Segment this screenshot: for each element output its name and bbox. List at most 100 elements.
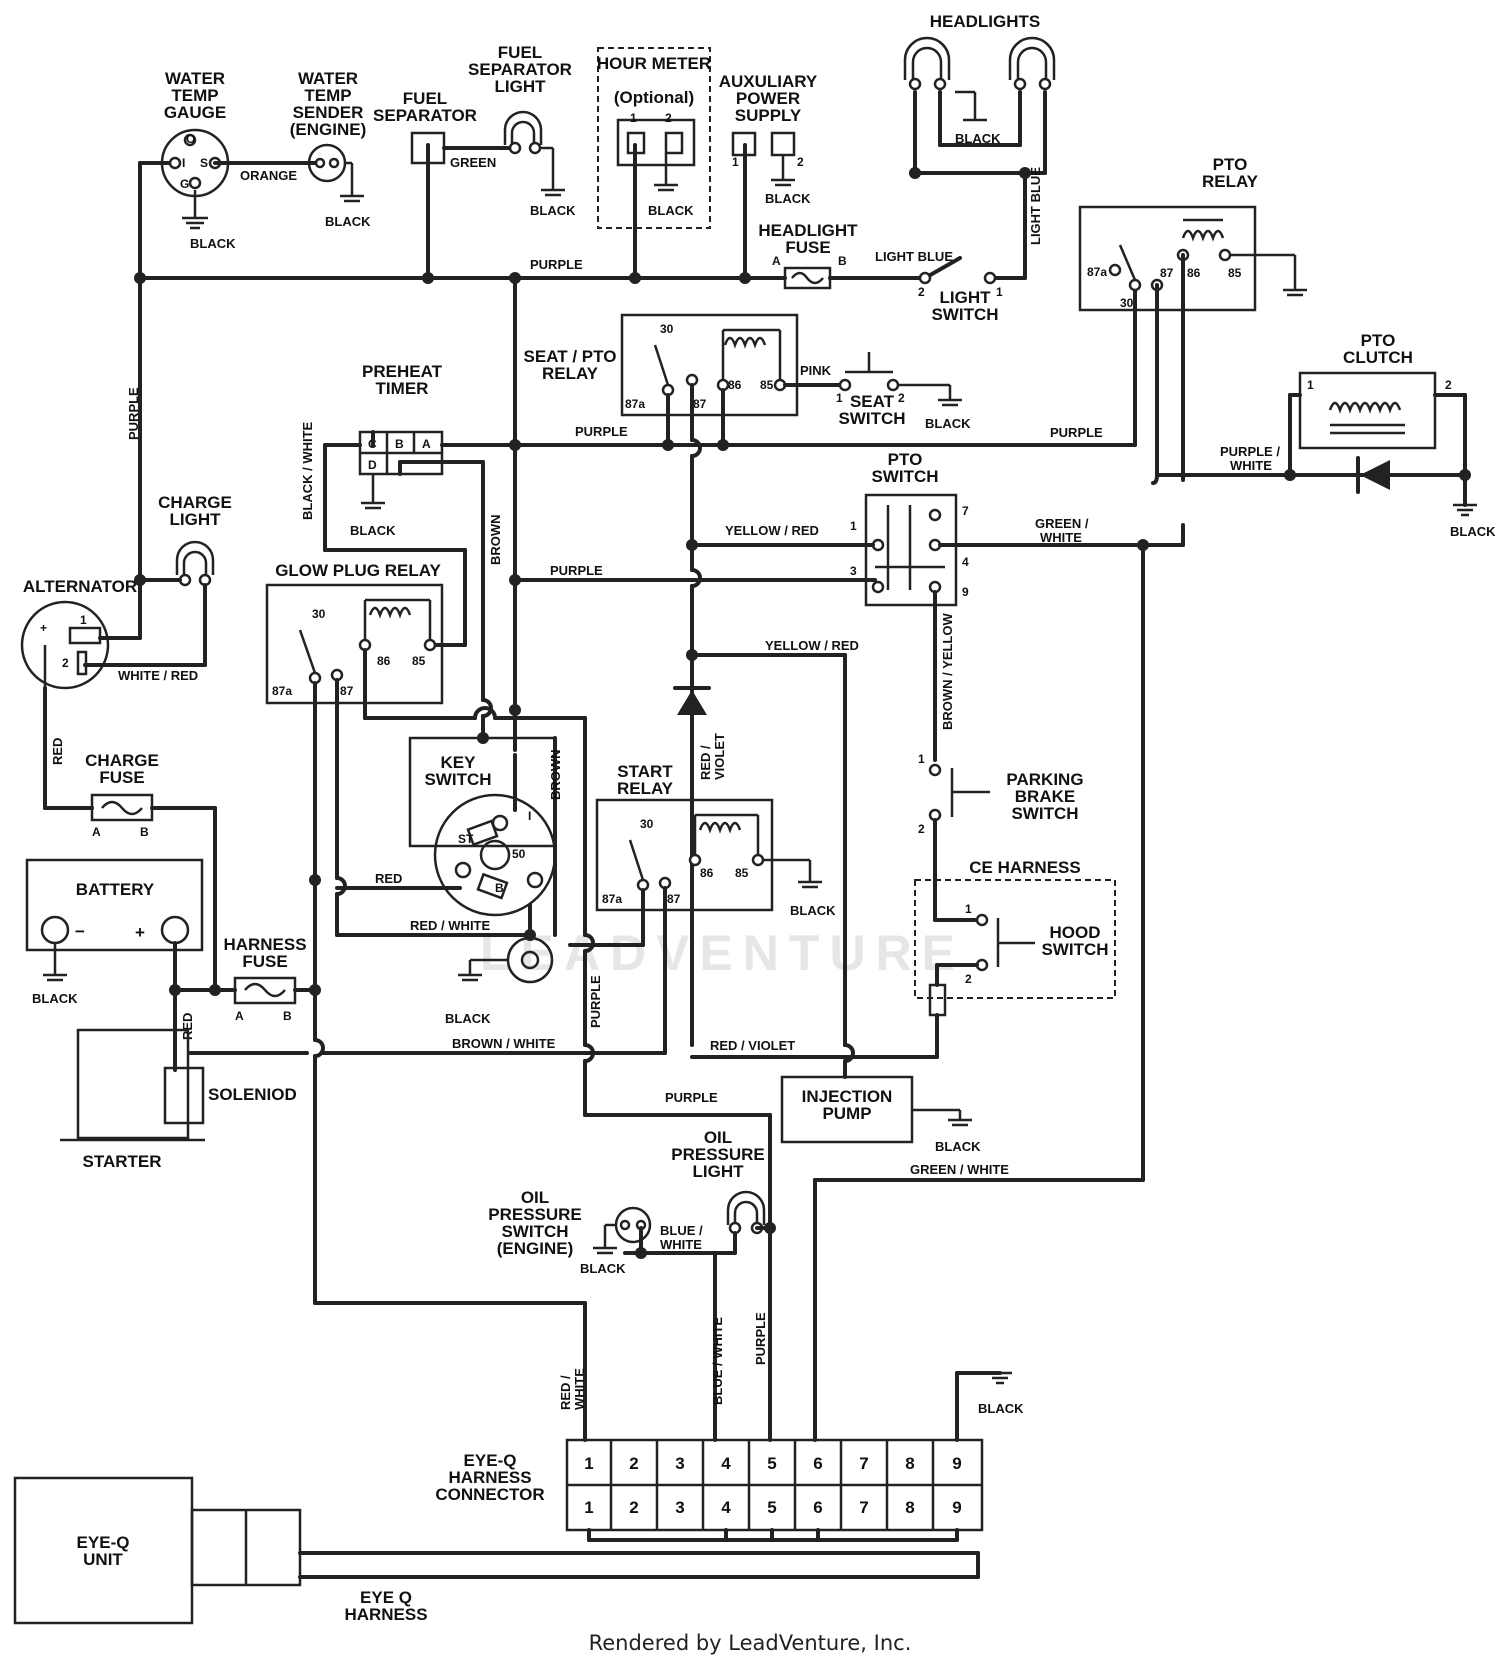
charge-fuse-pin-b: B [140, 825, 149, 839]
seat-relay-pin-87: 87 [693, 397, 707, 411]
wire-purple-4: PURPLE [665, 1090, 718, 1105]
glow-plug-relay-label: GLOW PLUG RELAY [275, 561, 441, 580]
light-switch-terminal [983, 271, 997, 285]
solenoid [163, 1066, 205, 1125]
gauge-ground-label: BLACK [190, 236, 236, 251]
starter-label: STARTER [82, 1152, 161, 1171]
battery-plus: + [135, 923, 145, 942]
battery-ground-label: BLACK [32, 991, 78, 1006]
seat-switch-pin-1: 1 [836, 391, 843, 405]
battery-minus: − [75, 922, 85, 941]
preheat-pin-d: D [368, 458, 377, 472]
start-relay-pin-87a: 87a [602, 892, 622, 906]
preheat-pin-b: B [395, 437, 404, 451]
pto-clutch-pin-1: 1 [1307, 378, 1314, 392]
glow-relay-pin-87a: 87a [272, 684, 292, 698]
fuel-separator-light [503, 110, 565, 197]
alternator-label: ALTERNATOR [23, 577, 137, 596]
key-pin-b: B [495, 881, 504, 895]
aux-pin-1: 1 [732, 155, 739, 169]
charge-light [175, 540, 215, 587]
connector-pin-top: 1 [584, 1454, 593, 1473]
starter [76, 1028, 190, 1140]
wire-red-violet-2: RED / VIOLET [710, 1038, 795, 1053]
wire-black-white: BLACK / WHITE [300, 421, 315, 520]
parking-brake-terminal [928, 763, 942, 777]
alternator [20, 600, 110, 690]
wire-white-red: WHITE / RED [118, 668, 198, 683]
wire-red-violet: RED /VIOLET [698, 733, 727, 780]
start-relay [595, 798, 774, 912]
ce-resistor [928, 983, 947, 1017]
pto-clutch-ground-label: BLACK [1450, 524, 1496, 539]
eyeq-harness-connector [565, 1438, 984, 1532]
wire-red-3: RED [375, 871, 402, 886]
headlight-fuse-pin-b: B [838, 254, 847, 268]
preheat-pin-a: A [422, 437, 431, 451]
wire-red-2: RED [180, 1013, 195, 1040]
light-switch-pin-1: 1 [996, 285, 1003, 299]
wire-orange: ORANGE [240, 168, 297, 183]
seat-switch-pin-2: 2 [898, 391, 905, 405]
pto-relay [1078, 205, 1307, 312]
wire-purple-label-3: PURPLE [550, 563, 603, 578]
pto-relay-pin-87: 87 [1160, 266, 1174, 280]
alternator-pin-2: 2 [62, 656, 69, 670]
seat-relay-pin-87a: 87a [625, 397, 645, 411]
harness-fuse [233, 976, 297, 1005]
connector-pin-bottom: 4 [721, 1498, 731, 1517]
wire-purple-vert-2: PURPLE [753, 1312, 768, 1365]
ce-harness-label: CE HARNESS [969, 858, 1080, 877]
charge-fuse [90, 793, 154, 822]
seat-relay-pin-86: 86 [728, 378, 742, 392]
ce-harness [914, 879, 1116, 999]
wire-light-blue: LIGHT BLUE [875, 249, 953, 264]
key-switch-box [408, 736, 557, 848]
hood-pin-1: 1 [965, 902, 972, 916]
wire-brown-yellow: BROWN / YELLOW [940, 613, 955, 730]
connector-pin-bottom: 7 [859, 1498, 868, 1517]
seat-pto-relay [620, 313, 799, 417]
key-pin-i: I [528, 809, 531, 823]
wire-light-blue-vert: LIGHT BLUE [1028, 167, 1043, 245]
connector-pin-bottom: 3 [675, 1498, 684, 1517]
glow-relay-pin-87: 87 [340, 684, 354, 698]
pto-clutch [1155, 371, 1477, 517]
wire-green: GREEN [450, 155, 496, 170]
gauge-pin-s: S [200, 156, 208, 170]
connector-ground-label: BLACK [978, 1401, 1024, 1416]
glow-plug-ground-label: BLACK [445, 1011, 491, 1026]
key-switch [433, 793, 557, 917]
wire-green-white-2: GREEN / WHITE [910, 1162, 1009, 1177]
connector-pin-top: 2 [629, 1454, 638, 1473]
oil-switch-ground-label: BLACK [580, 1261, 626, 1276]
glow-plug-relay [265, 583, 444, 705]
wire-purple-label-2: PURPLE [1050, 425, 1103, 440]
connector-pin-bottom: 2 [629, 1498, 638, 1517]
hour-meter-optional: (Optional) [614, 88, 694, 107]
connector-pin-top: 5 [767, 1454, 776, 1473]
oil-pressure-switch [593, 1206, 652, 1255]
hood-switch-terminal [975, 913, 989, 927]
connector-pin-bottom: 6 [813, 1498, 822, 1517]
glow-plug-core [520, 950, 540, 970]
wire-purple-white: PURPLE /WHITE [1220, 444, 1280, 473]
gauge-pin-o: O [186, 132, 195, 146]
auxiliary-power-supply [731, 131, 796, 187]
wire-red-white-vert: RED /WHITE [558, 1368, 587, 1410]
start-relay-pin-85: 85 [735, 866, 749, 880]
alternator-pin-1: 1 [80, 613, 87, 627]
key-pin-50: 50 [512, 847, 526, 861]
